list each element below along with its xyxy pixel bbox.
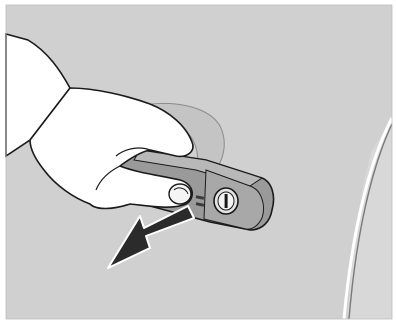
lock-cylinder-icon (214, 188, 238, 214)
